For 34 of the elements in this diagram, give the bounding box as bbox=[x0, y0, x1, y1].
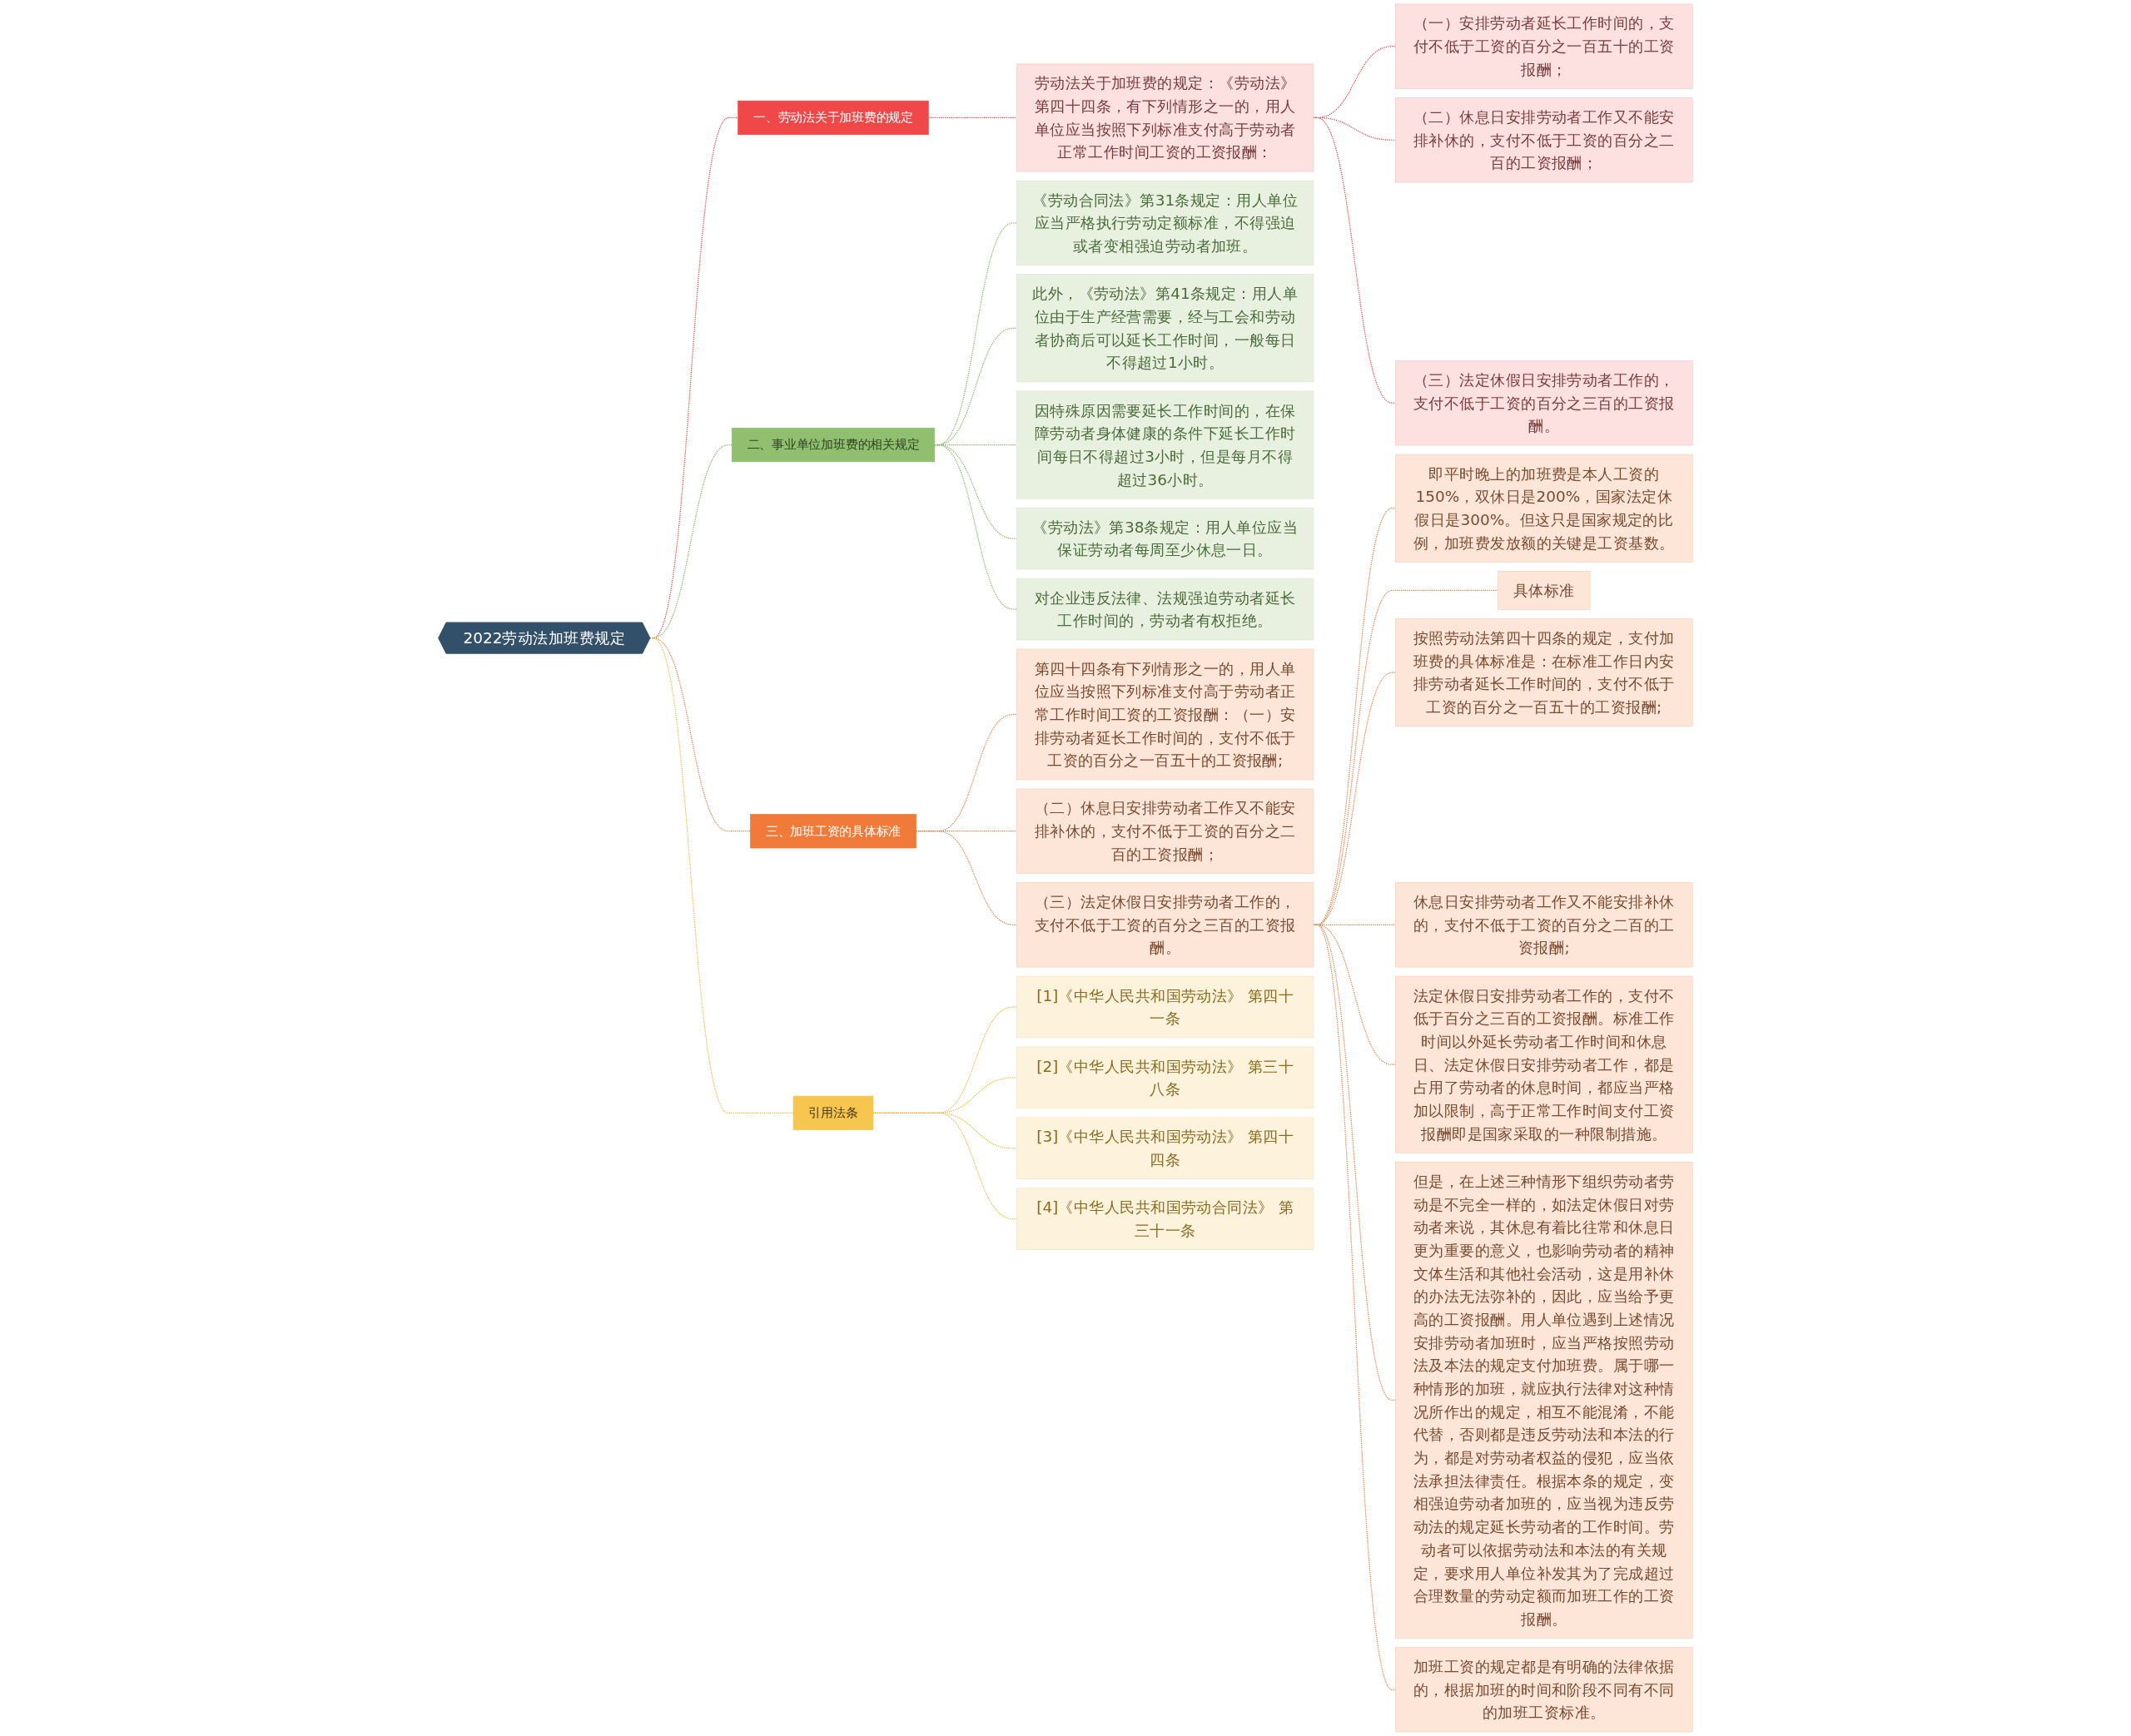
node-box: 具体标准 bbox=[1498, 571, 1591, 610]
connector bbox=[1313, 924, 1397, 1690]
node-box: [4]《中华人民共和国劳动合同法》 第三十一条 bbox=[1016, 1188, 1314, 1250]
node-box: 第四十四条有下列情形之一的，用人单位应当按照下列标准支付高于劳动者正常工作时间工资的工资报酬：（一）安排劳动者延长工作时间的，支付不低于工资的百分之一百五十的工资报酬; bbox=[1016, 648, 1314, 781]
node-box: 劳动法关于加班费的规定：《劳动法》第四十四条，有下列情形之一的，用人单位应当按照下列标准支付高于劳动者正常工作时间工资的工资报酬： bbox=[1016, 63, 1314, 172]
node-box: 《劳动合同法》第31条规定：用人单位应当严格执行劳动定额标准，不得强迫或者变相强迫劳动者加班。 bbox=[1016, 180, 1314, 265]
node-box: 对企业违反法律、法规强迫劳动者延长工作时间的，劳动者有权拒绝。 bbox=[1016, 578, 1314, 641]
node-box: 引用法条 bbox=[792, 1095, 874, 1130]
node-box: 休息日安排劳动者工作又不能安排补休的，支付不低于工资的百分之二百的工资报酬; bbox=[1395, 882, 1693, 968]
node-box: [1]《中华人民共和国劳动法》 第四十一条 bbox=[1016, 975, 1314, 1039]
node-box: 但是，在上述三种情形下组织劳动者劳动是不完全一样的，如法定休假日对劳动者来说，其休息有着比往常和休息日更为重要的意义，也影响劳动者的精神文体生活和其他社会活动，这是用补休的办法无法弥补的，因此，应当给予更高的工资报酬。用人单位遇到上述情况安排劳动者加班时，应当严格按照劳动法及本法的规定支付加班费。属于哪一种情形的加班，就应执行法律对这种情况所作出的规定，相互不能混淆，不能代替，否则都是违反劳动法和本法的行为，都是对劳动者权益的侵犯，应当依法承担法律责任。根据本条的规定，变相强迫劳动者加班的，应当视为违反劳动法的规定延长劳动者的工作时间。劳动者可以依据劳动法和本法的有关规定，要求用人单位补发其为了完成超过合理数量的劳动定额而加班工作的工资报酬。 bbox=[1395, 1162, 1693, 1639]
node-box: （二）休息日安排劳动者工作又不能安排补休的，支付不低于工资的百分之二百的工资报酬； bbox=[1395, 97, 1693, 183]
connector bbox=[927, 117, 1017, 119]
node-box: （二）休息日安排劳动者工作又不能安排补休的，支付不低于工资的百分之二百的工资报酬； bbox=[1016, 788, 1314, 874]
connector bbox=[934, 444, 1017, 610]
node-box: 加班工资的规定都是有明确的法律依据的，根据加班的时间和阶段不同有不同的加班工资标准。 bbox=[1395, 1647, 1693, 1733]
node-box: 即平时晚上的加班费是本人工资的150%，双休日是200%，国家法定休假日是300%。但这只是国家规定的比例，加班费发放额的关键是工资基数。 bbox=[1395, 454, 1693, 563]
connector bbox=[916, 831, 1017, 925]
node-box: [2]《中华人民共和国劳动法》 第三十八条 bbox=[1016, 1046, 1314, 1109]
node-box: 三、加班工资的具体标准 bbox=[750, 814, 916, 849]
connector bbox=[872, 1112, 1017, 1220]
connector bbox=[1313, 117, 1397, 404]
connector bbox=[649, 637, 794, 1114]
node-box: 法定休假日安排劳动者工作的，支付不低于百分之三百的工资报酬。标准工作时间以外延长劳动者工作时间和休息日、法定休假日安排劳动者工作，都是占用了劳动者的休息时间，都应当严格加以限制，高于正常工作时间支付工资报酬即是国家采取的一种限制措施。 bbox=[1395, 975, 1693, 1153]
node-box: 按照劳动法第四十四条的规定，支付加班费的具体标准是：在标准工作日内安排劳动者延长工作时间的，支付不低于工资的百分之一百五十的工资报酬; bbox=[1395, 618, 1693, 727]
node-box: 此外，《劳动法》第41条规定：用人单位由于生产经营需要，经与工会和劳动者协商后可以延长工作时间，一般每日不得超过1小时。 bbox=[1016, 274, 1314, 383]
node-box: 《劳动法》第38条规定：用人单位应当保证劳动者每周至少休息一日。 bbox=[1016, 507, 1314, 570]
node-box: （三）法定休假日安排劳动者工作的，支付不低于工资的百分之三百的工资报酬。 bbox=[1016, 882, 1314, 968]
node-box: [3]《中华人民共和国劳动法》 第四十四条 bbox=[1016, 1117, 1314, 1179]
node-box: 二、事业单位加班费的相关规定 bbox=[731, 427, 936, 463]
node-box: （三）法定休假日安排劳动者工作的，支付不低于工资的百分之三百的工资报酬。 bbox=[1395, 360, 1693, 446]
node-box: 一、劳动法关于加班费的规定 bbox=[738, 100, 929, 136]
node-box: （一）安排劳动者延长工作时间的，支付不低于工资的百分之一百五十的工资报酬； bbox=[1395, 3, 1693, 89]
node-box: 因特殊原因需要延长工作时间的，在保障劳动者身体健康的条件下延长工作时间每日不得超过3小时，但是每月不得超过36小时。 bbox=[1016, 390, 1314, 499]
